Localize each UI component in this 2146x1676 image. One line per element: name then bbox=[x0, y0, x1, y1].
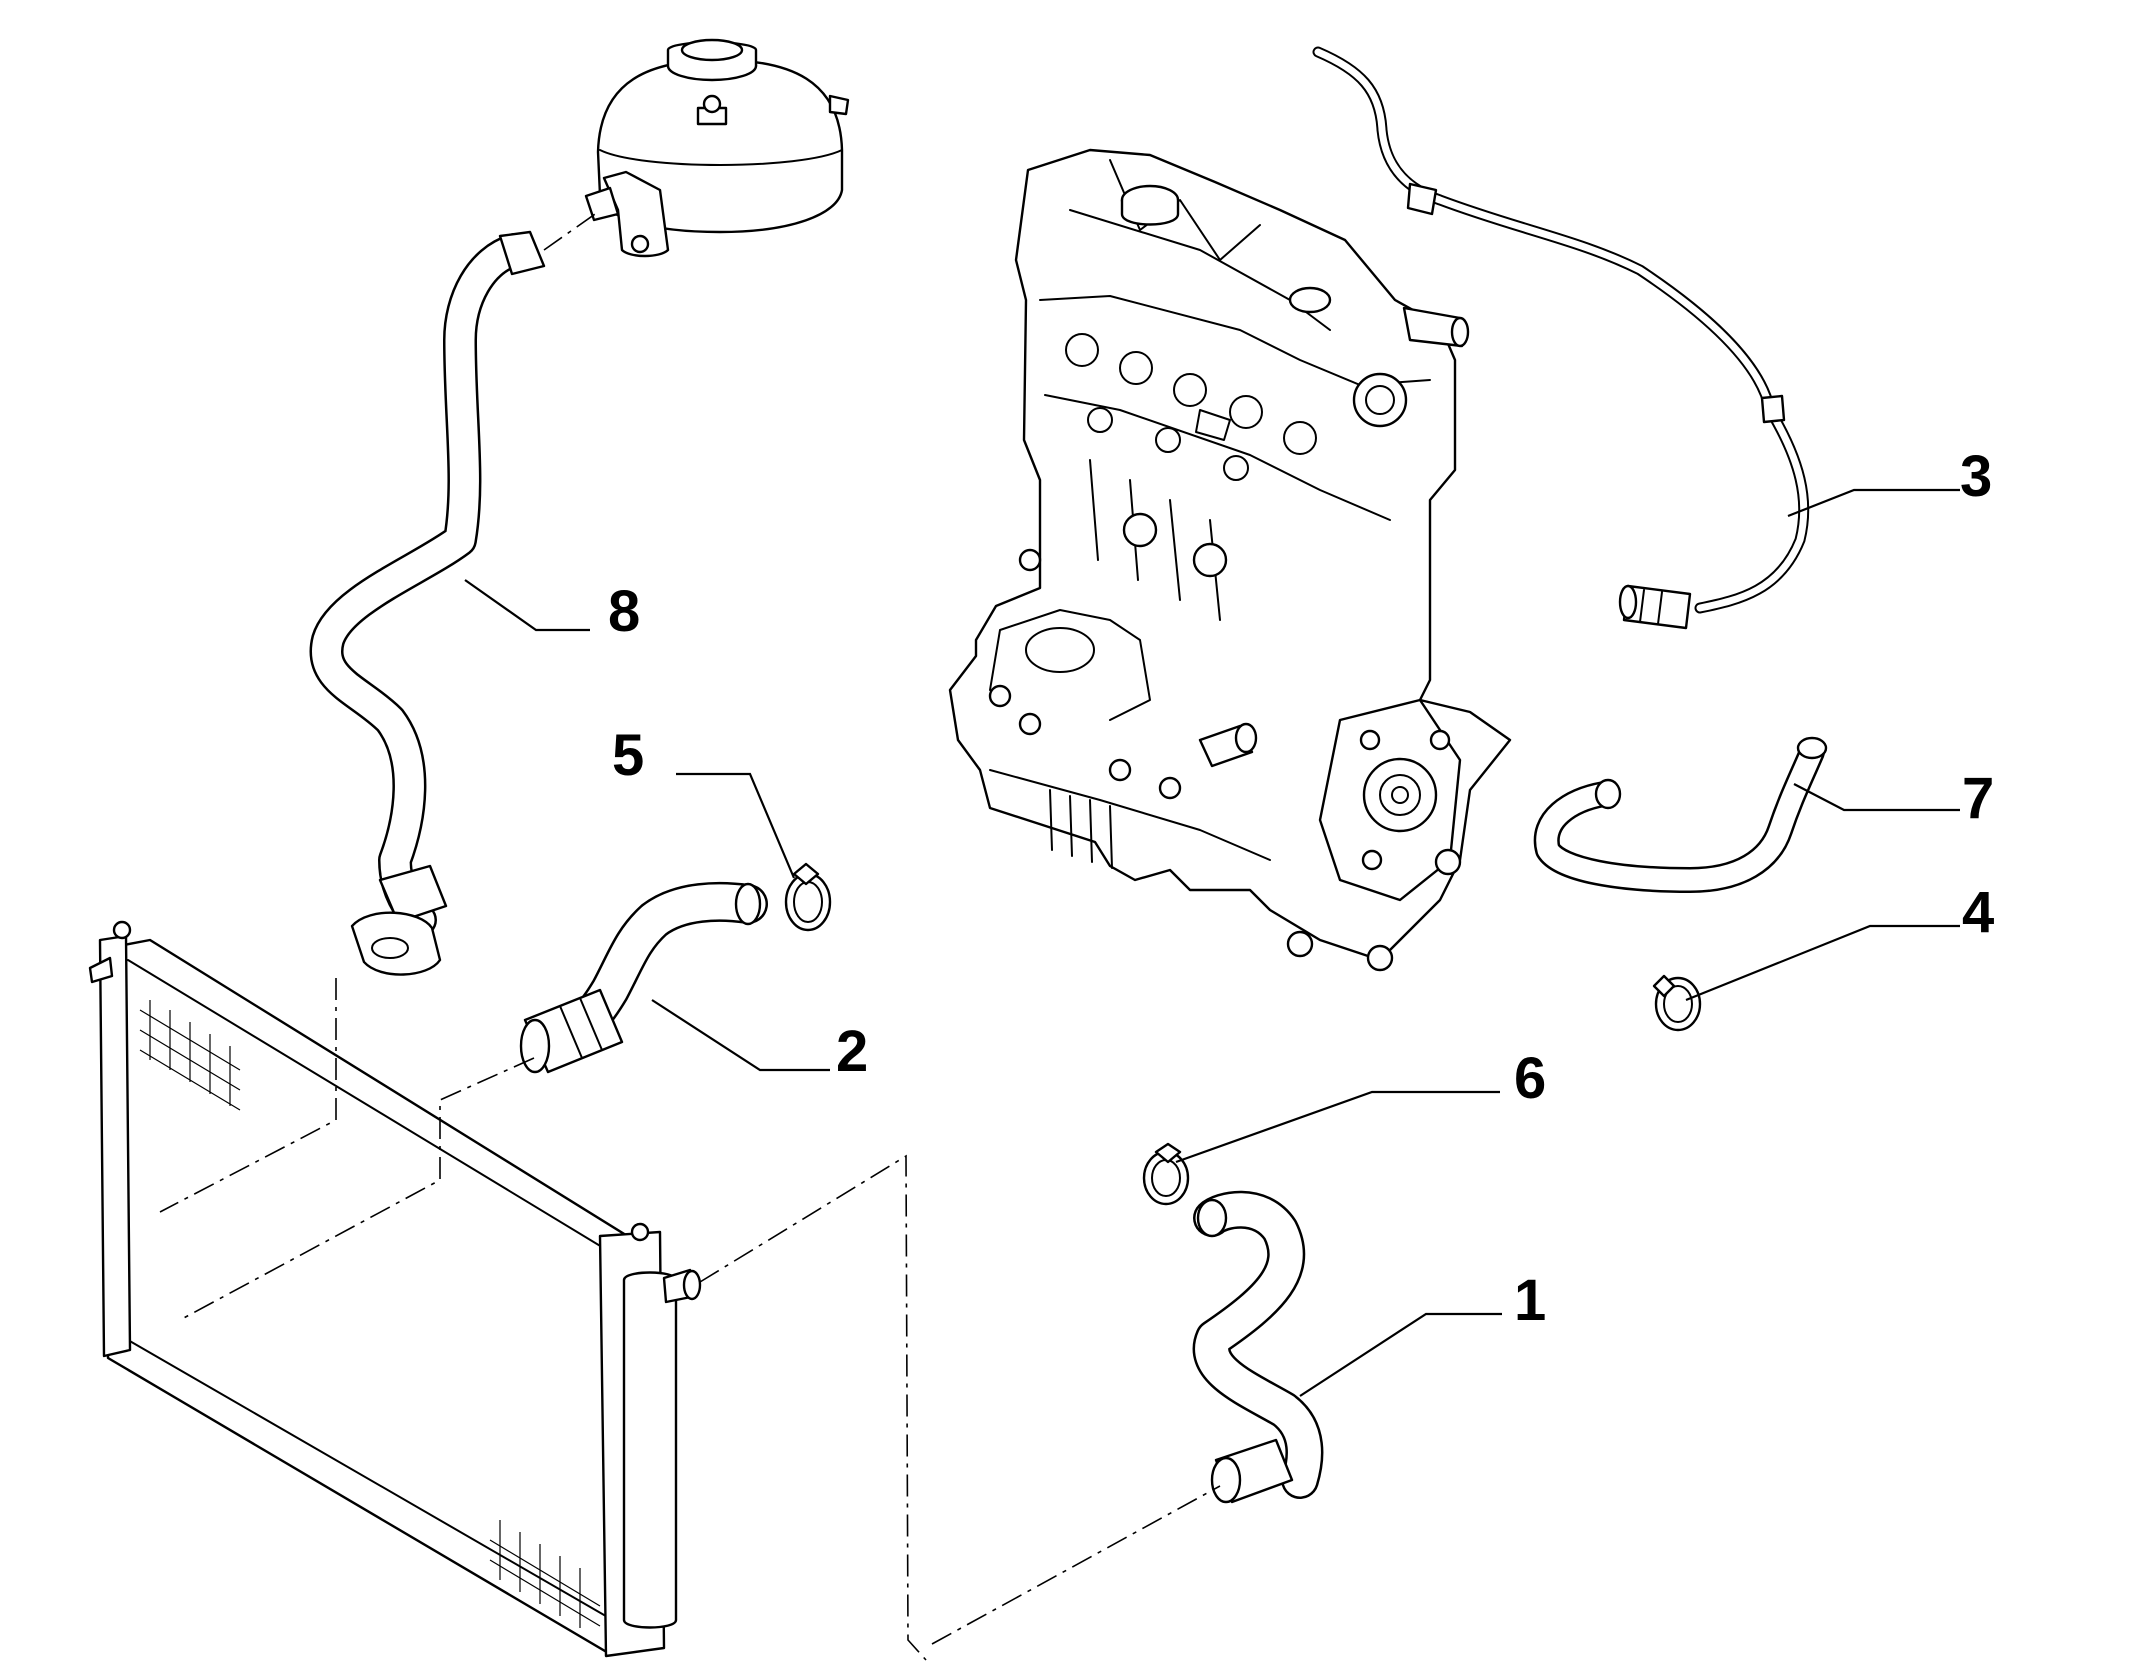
callout-2: 2 bbox=[836, 1019, 868, 1084]
hose-clamp-4 bbox=[1652, 974, 1702, 1032]
hose-2 bbox=[519, 881, 768, 1074]
hose-clamp-5 bbox=[784, 862, 832, 932]
hose-8 bbox=[309, 230, 546, 976]
hose-7 bbox=[1533, 736, 1828, 893]
callout-6: 6 bbox=[1514, 1046, 1546, 1111]
engine-block bbox=[948, 148, 1512, 972]
radiator bbox=[88, 920, 702, 1658]
callout-8: 8 bbox=[608, 579, 640, 644]
hose-1 bbox=[1192, 1190, 1324, 1504]
callout-3: 3 bbox=[1960, 444, 1992, 509]
callout-4: 4 bbox=[1962, 880, 1994, 945]
callout-7: 7 bbox=[1962, 766, 1994, 831]
assembly-lines bbox=[159, 211, 1221, 1661]
leader-lines bbox=[464, 488, 1960, 1397]
callout-5: 5 bbox=[612, 723, 644, 788]
hose-clamp-6 bbox=[1142, 1142, 1190, 1206]
hose-3 bbox=[1312, 46, 1810, 630]
expansion-tank bbox=[584, 38, 850, 258]
callout-1: 1 bbox=[1514, 1268, 1546, 1333]
